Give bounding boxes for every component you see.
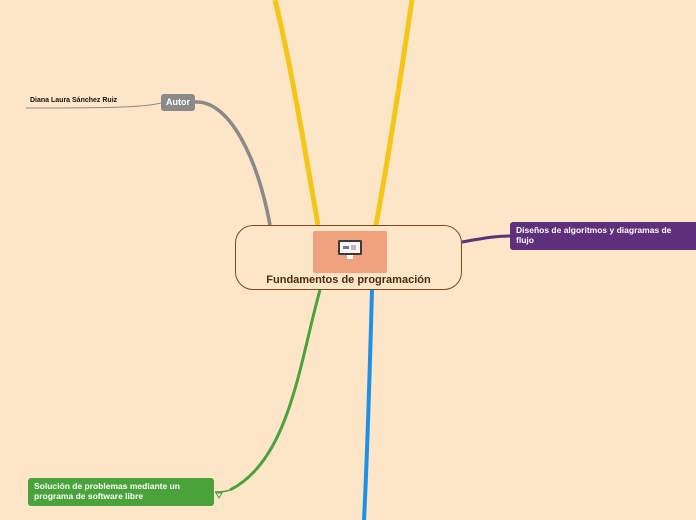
branch-yellow-left (272, 0, 321, 226)
branch-gray-autor (194, 100, 272, 226)
branch-green-solucion (229, 289, 322, 492)
topic-autor-name[interactable]: Diana Laura Sánchez Ruiz (30, 97, 118, 104)
topic-autor[interactable]: Autor (161, 94, 195, 111)
central-title: Fundamentos de programación (266, 274, 431, 286)
branch-blue-down (362, 289, 374, 520)
branch-green-tail (214, 489, 231, 493)
monitor-icon (336, 238, 364, 267)
branch-yellow-right (373, 0, 415, 226)
branch-purple-disenos (461, 234, 511, 244)
central-image (313, 231, 387, 273)
topic-solucion[interactable]: Solución de problemas mediante un progra… (28, 478, 214, 506)
central-topic[interactable]: Fundamentos de programación (235, 225, 462, 290)
branch-autor-child (25, 102, 162, 109)
flag-icon (215, 487, 223, 499)
topic-disenos[interactable]: Diseños de algoritmos y diagramas de flu… (510, 222, 696, 250)
